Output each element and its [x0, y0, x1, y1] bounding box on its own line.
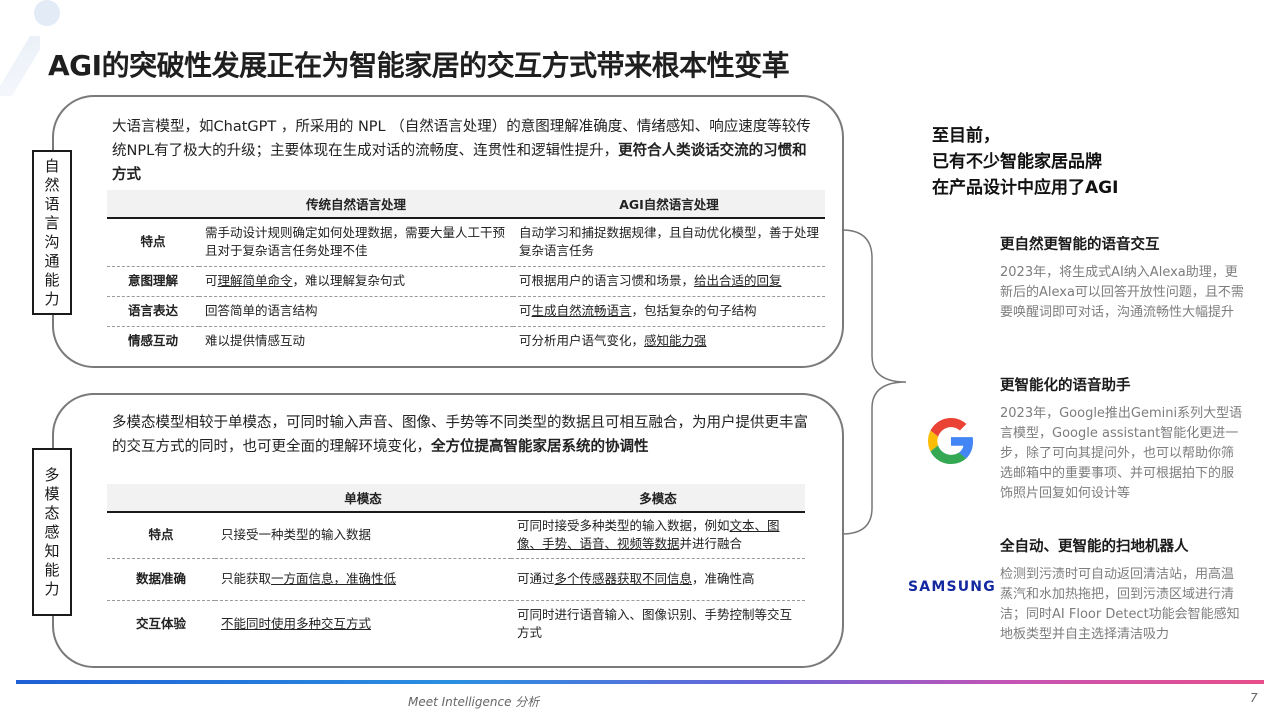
- multimodal-intro-bold: 全方位提高智能家居系统的协调性: [431, 439, 649, 455]
- feature-samsung: 全自动、更智能的扫地机器人 检测到污渍时可自动返回清洁站，用高温蒸汽和水加热拖把…: [1000, 535, 1245, 645]
- row-label: 意图理解: [107, 266, 199, 297]
- feature-desc: 检测到污渍时可自动返回清洁站，用高温蒸汽和水加热拖把，回到污渍区域进行清洁；同时…: [1000, 567, 1240, 642]
- google-g-icon: [928, 418, 974, 464]
- side-label-nlp: 自然语言沟通能力: [32, 150, 72, 315]
- table-row: 语言表达 回答简单的语言结构 可生成自然流畅语言，包括复杂的句子结构: [107, 296, 825, 327]
- row-label: 语言表达: [107, 296, 199, 327]
- row-label: 数据准确: [107, 558, 215, 601]
- table-cell: 自动学习和捕捉数据规律，且自动优化模型，善于处理复杂语言任务: [513, 218, 825, 267]
- table-cell: 只接受一种类型的输入数据: [215, 512, 511, 559]
- table-cell: 回答简单的语言结构: [199, 296, 513, 327]
- footer-source: Meet Intelligence 分析: [408, 695, 540, 709]
- feature-title: 更智能化的语音助手: [1000, 378, 1131, 394]
- column-header: 传统自然语言处理: [199, 190, 513, 219]
- feature-google: 更智能化的语音助手 2023年，Google推出Gemini系列大型语言模型，G…: [1000, 374, 1245, 504]
- row-label: 特点: [107, 218, 199, 267]
- side-label-multimodal: 多模态感知能力: [32, 448, 72, 616]
- table-cell: 可同时进行语音输入、图像识别、手势控制等交互方式: [517, 607, 793, 641]
- table-header-row: 单模态 多模态: [107, 484, 805, 513]
- table-cell: 难以提供情感互动: [205, 333, 306, 349]
- row-label: 情感互动: [127, 333, 178, 349]
- feature-alexa: 更自然更智能的语音交互 2023年，将生成式AI纳入Alexa助理，更新后的Al…: [1000, 233, 1245, 323]
- table-row: 特点 只接受一种类型的输入数据 可同时接受多种类型的输入数据，例如文本、图像、手…: [107, 512, 805, 559]
- table-row: 意图理解 可理解简单命令，难以理解复杂句式 可根据用户的语言习惯和场景，给出合适…: [107, 266, 825, 297]
- page-number: 7: [1250, 691, 1258, 705]
- row-label: 特点: [107, 512, 215, 559]
- nlp-intro-text: 大语言模型，如ChatGPT ，所采用的 NPL （自然语言处理）的意图理解准确…: [112, 119, 811, 183]
- decorative-circle: [34, 0, 60, 26]
- nlp-comparison-table: 传统自然语言处理 AGI自然语言处理 特点 需手动设计规则确定如何处理数据，需要…: [107, 190, 825, 356]
- table-cell: 可生成自然流畅语言，包括复杂的句子结构: [513, 296, 825, 327]
- samsung-logo: SAMSUNG: [908, 579, 996, 595]
- decorative-slash: [0, 36, 40, 96]
- feature-title: 全自动、更智能的扫地机器人: [1000, 539, 1189, 555]
- accent-bar: [16, 680, 1264, 684]
- nlp-intro-bold: 更符合人类谈话交流的习惯和方式: [112, 143, 807, 183]
- table-cell: 可分析用户语气变化，感知能力强: [519, 333, 707, 349]
- multimodal-intro-text: 多模态模型相较于单模态，可同时输入声音、图像、手势等不同类型的数据且可相互融合，…: [112, 415, 808, 455]
- table-cell: 只能获取一方面信息，准确性低: [215, 558, 511, 601]
- column-header: 单模态: [215, 484, 511, 513]
- right-heading: 至目前， 已有不少智能家居品牌 在产品设计中应用了AGI: [932, 126, 1119, 198]
- table-cell: 可同时接受多种类型的输入数据，例如文本、图像、手势、语音、视频等数据并进行融合: [511, 512, 805, 559]
- column-header: AGI自然语言处理: [513, 190, 825, 219]
- table-row: 交互体验 不能同时使用多种交互方式 可同时进行语音输入、图像识别、手势控制等交互…: [107, 600, 805, 648]
- page-title: AGI的突破性发展正在为智能家居的交互方式带来根本性变革: [48, 49, 790, 82]
- table-cell: 需手动设计规则确定如何处理数据，需要大量人工干预且对于复杂语言任务处理不佳: [199, 218, 513, 267]
- table-header-row: 传统自然语言处理 AGI自然语言处理: [107, 190, 825, 219]
- feature-title: 更自然更智能的语音交互: [1000, 237, 1160, 253]
- feature-desc: 2023年，Google推出Gemini系列大型语言模型，Google assi…: [1000, 406, 1243, 501]
- table-cell: 可通过多个传感器获取不同信息，准确性高: [511, 558, 805, 601]
- table-row: 特点 需手动设计规则确定如何处理数据，需要大量人工干预且对于复杂语言任务处理不佳…: [107, 218, 825, 267]
- table-cell: 不能同时使用多种交互方式: [221, 616, 372, 632]
- feature-desc: 2023年，将生成式AI纳入Alexa助理，更新后的Alexa可以回答开放性问题…: [1000, 265, 1244, 320]
- table-row: 数据准确 只能获取一方面信息，准确性低 可通过多个传感器获取不同信息，准确性高: [107, 558, 805, 601]
- column-header: 多模态: [511, 484, 805, 513]
- table-cell: 可理解简单命令，难以理解复杂句式: [199, 266, 513, 297]
- table-row: 情感互动 难以提供情感互动 可分析用户语气变化，感知能力强: [107, 326, 825, 356]
- multimodal-comparison-table: 单模态 多模态 特点 只接受一种类型的输入数据 可同时接受多种类型的输入数据，例…: [107, 484, 805, 648]
- table-cell: 可根据用户的语言习惯和场景，给出合适的回复: [513, 266, 825, 297]
- brace-connector: [841, 229, 907, 535]
- row-label: 交互体验: [135, 616, 186, 632]
